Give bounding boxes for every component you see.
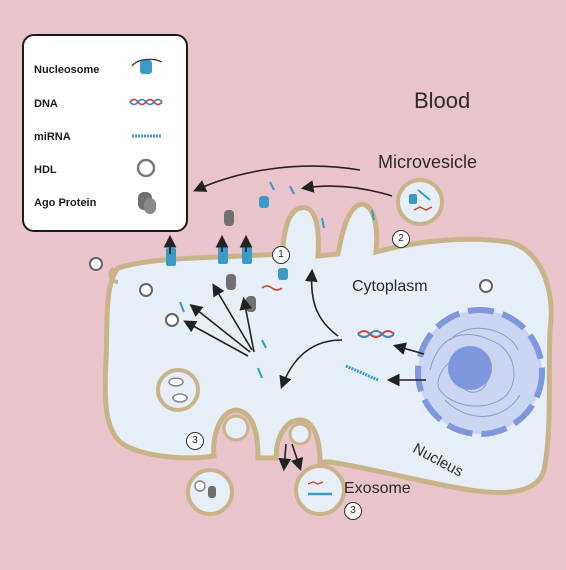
step-marker-2: 2 xyxy=(392,230,410,248)
mirna-fragment xyxy=(179,181,375,379)
dna-icon xyxy=(129,98,163,106)
step-marker-1: 1 xyxy=(272,246,290,264)
exosome-left xyxy=(186,468,234,516)
legend-item-ago-protein: Ago Protein xyxy=(34,197,97,209)
transport-arrows xyxy=(163,165,426,472)
budding-pocket xyxy=(222,414,250,442)
microvesicle xyxy=(396,178,444,226)
blood-label: Blood xyxy=(414,88,471,113)
step-marker-3: 3 xyxy=(186,432,204,450)
step-marker-3b: 3 xyxy=(344,502,362,520)
exosome-bottom xyxy=(294,464,346,516)
legend-item-mirna: miRNA xyxy=(34,131,71,143)
nucleosome-icon xyxy=(131,58,163,74)
intracellular-vesicle xyxy=(156,368,200,412)
ago-protein-icon xyxy=(138,192,156,214)
legend-item-dna: DNA xyxy=(34,98,58,110)
legend-item-hdl: HDL xyxy=(34,164,57,176)
microvesicle-label: Microvesicle xyxy=(378,152,478,172)
membrane-channel xyxy=(166,246,252,266)
hdl-particle xyxy=(89,257,493,327)
legend: Nucleosome DNA miRNA HDL Ago Protein xyxy=(22,34,188,232)
dna-strand xyxy=(261,285,395,338)
legend-icons xyxy=(129,58,163,214)
exosome-label: Exosome xyxy=(344,480,411,497)
legend-item-nucleosome: Nucleosome xyxy=(34,64,100,76)
budding-pocket xyxy=(288,422,312,446)
hdl-icon xyxy=(136,158,156,178)
nucleosome xyxy=(259,196,288,280)
membrane-bump xyxy=(108,266,119,284)
nucleus xyxy=(415,307,545,437)
cytoplasm-label: Cytoplasm xyxy=(352,278,428,295)
